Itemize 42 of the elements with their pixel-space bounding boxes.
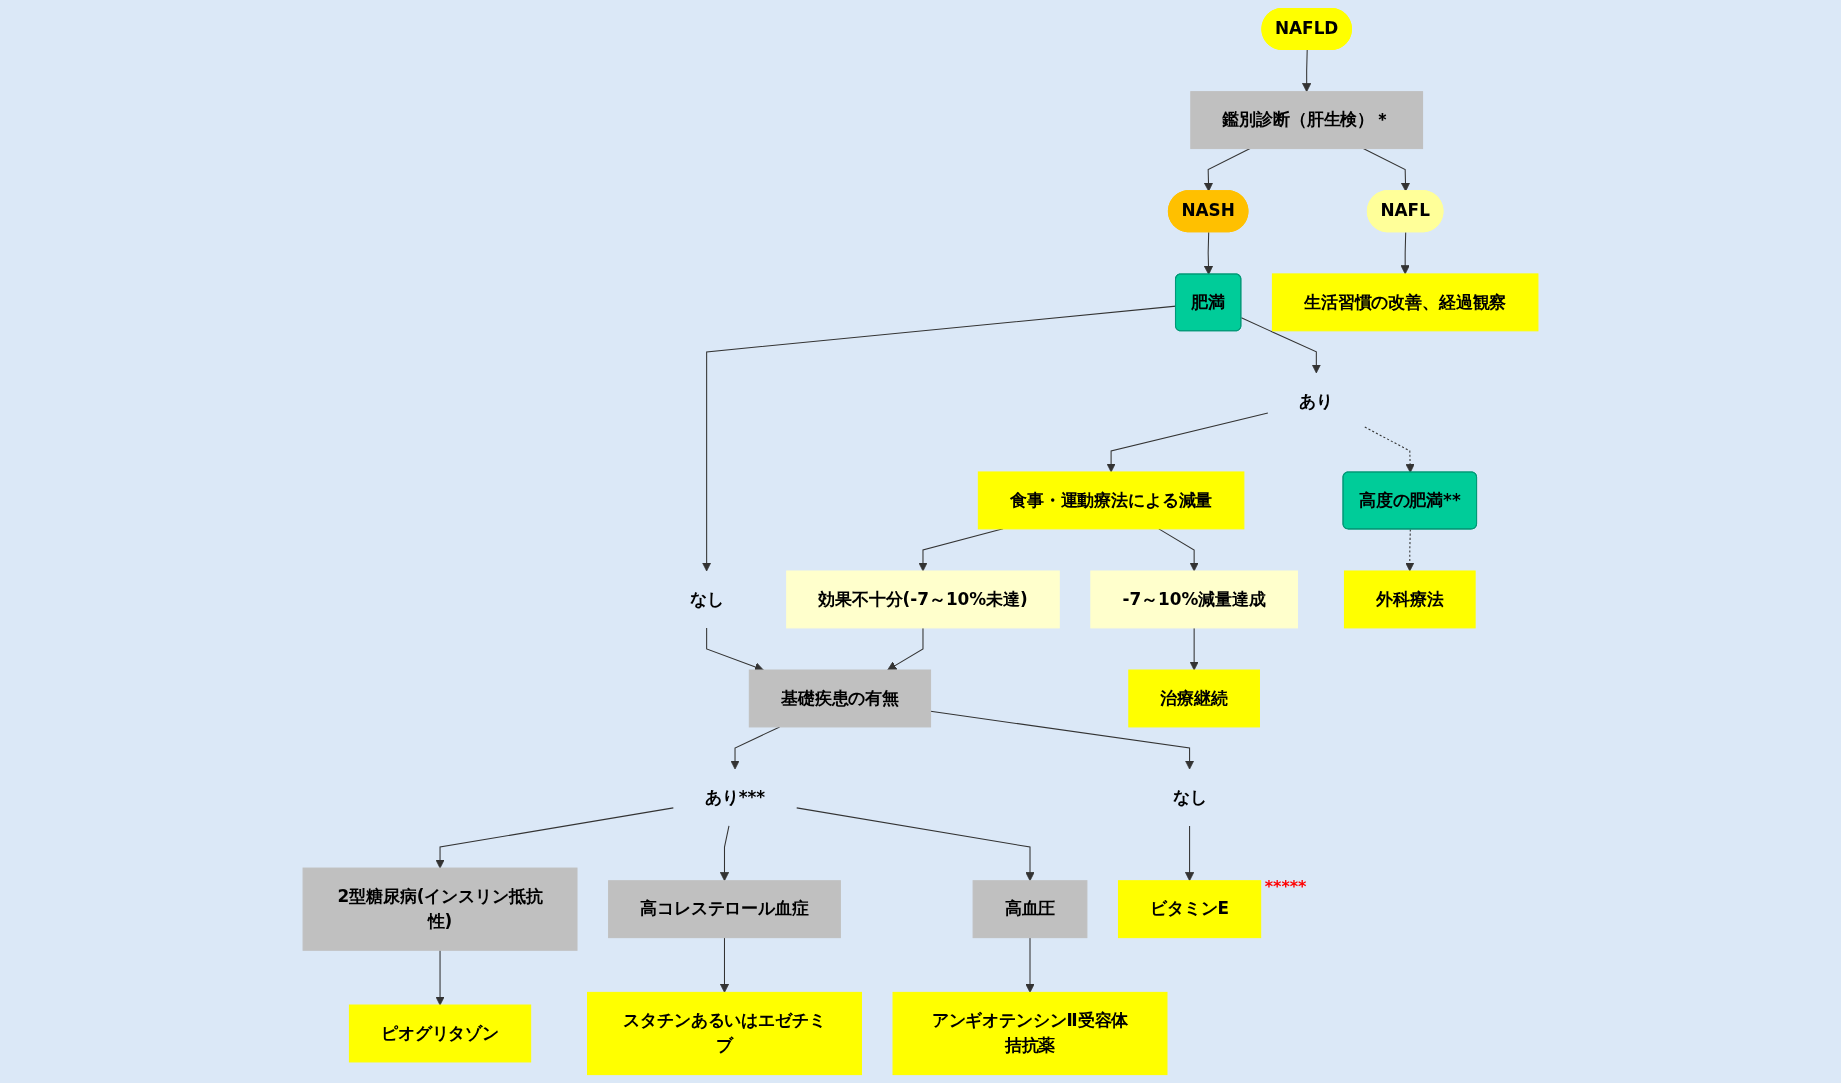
node-text: あり*** [704, 786, 766, 807]
arrow [1400, 231, 1410, 275]
arrow [1106, 412, 1269, 473]
arrow [435, 949, 445, 1006]
node-text: なし [689, 588, 724, 609]
arrow [730, 726, 781, 770]
node-box [1090, 570, 1298, 629]
node-text: なし [1172, 786, 1207, 807]
arrow [1240, 317, 1321, 374]
node-box [1190, 91, 1424, 150]
node-box [587, 991, 862, 1076]
arrow [719, 825, 730, 882]
node-box [977, 471, 1245, 530]
arrow [930, 710, 1195, 770]
arrow [1362, 148, 1411, 192]
arrow [1405, 528, 1415, 572]
arrow [706, 627, 764, 672]
arrow [1203, 231, 1214, 275]
node-box [972, 880, 1088, 939]
footnote-mark: ***** [1264, 876, 1307, 896]
node-box [1128, 669, 1260, 728]
arrow [887, 627, 924, 671]
arrow [1203, 148, 1251, 192]
node-box [1117, 880, 1262, 939]
node-box [348, 1004, 532, 1063]
arrow [719, 937, 730, 993]
arrow [435, 807, 674, 869]
node-box [786, 570, 1060, 629]
node-box [748, 669, 932, 728]
arrow [1189, 627, 1199, 671]
arrow [796, 807, 1035, 882]
node-box [1271, 273, 1539, 332]
node-box [892, 991, 1168, 1076]
node-box [302, 867, 578, 951]
arrow [1364, 426, 1415, 473]
arrow [1184, 825, 1195, 882]
node-box [1343, 570, 1476, 629]
node-box [608, 880, 841, 939]
arrow [1025, 937, 1035, 993]
arrow [1302, 49, 1312, 93]
node-text: あり [1299, 390, 1334, 411]
arrow [1158, 528, 1199, 572]
